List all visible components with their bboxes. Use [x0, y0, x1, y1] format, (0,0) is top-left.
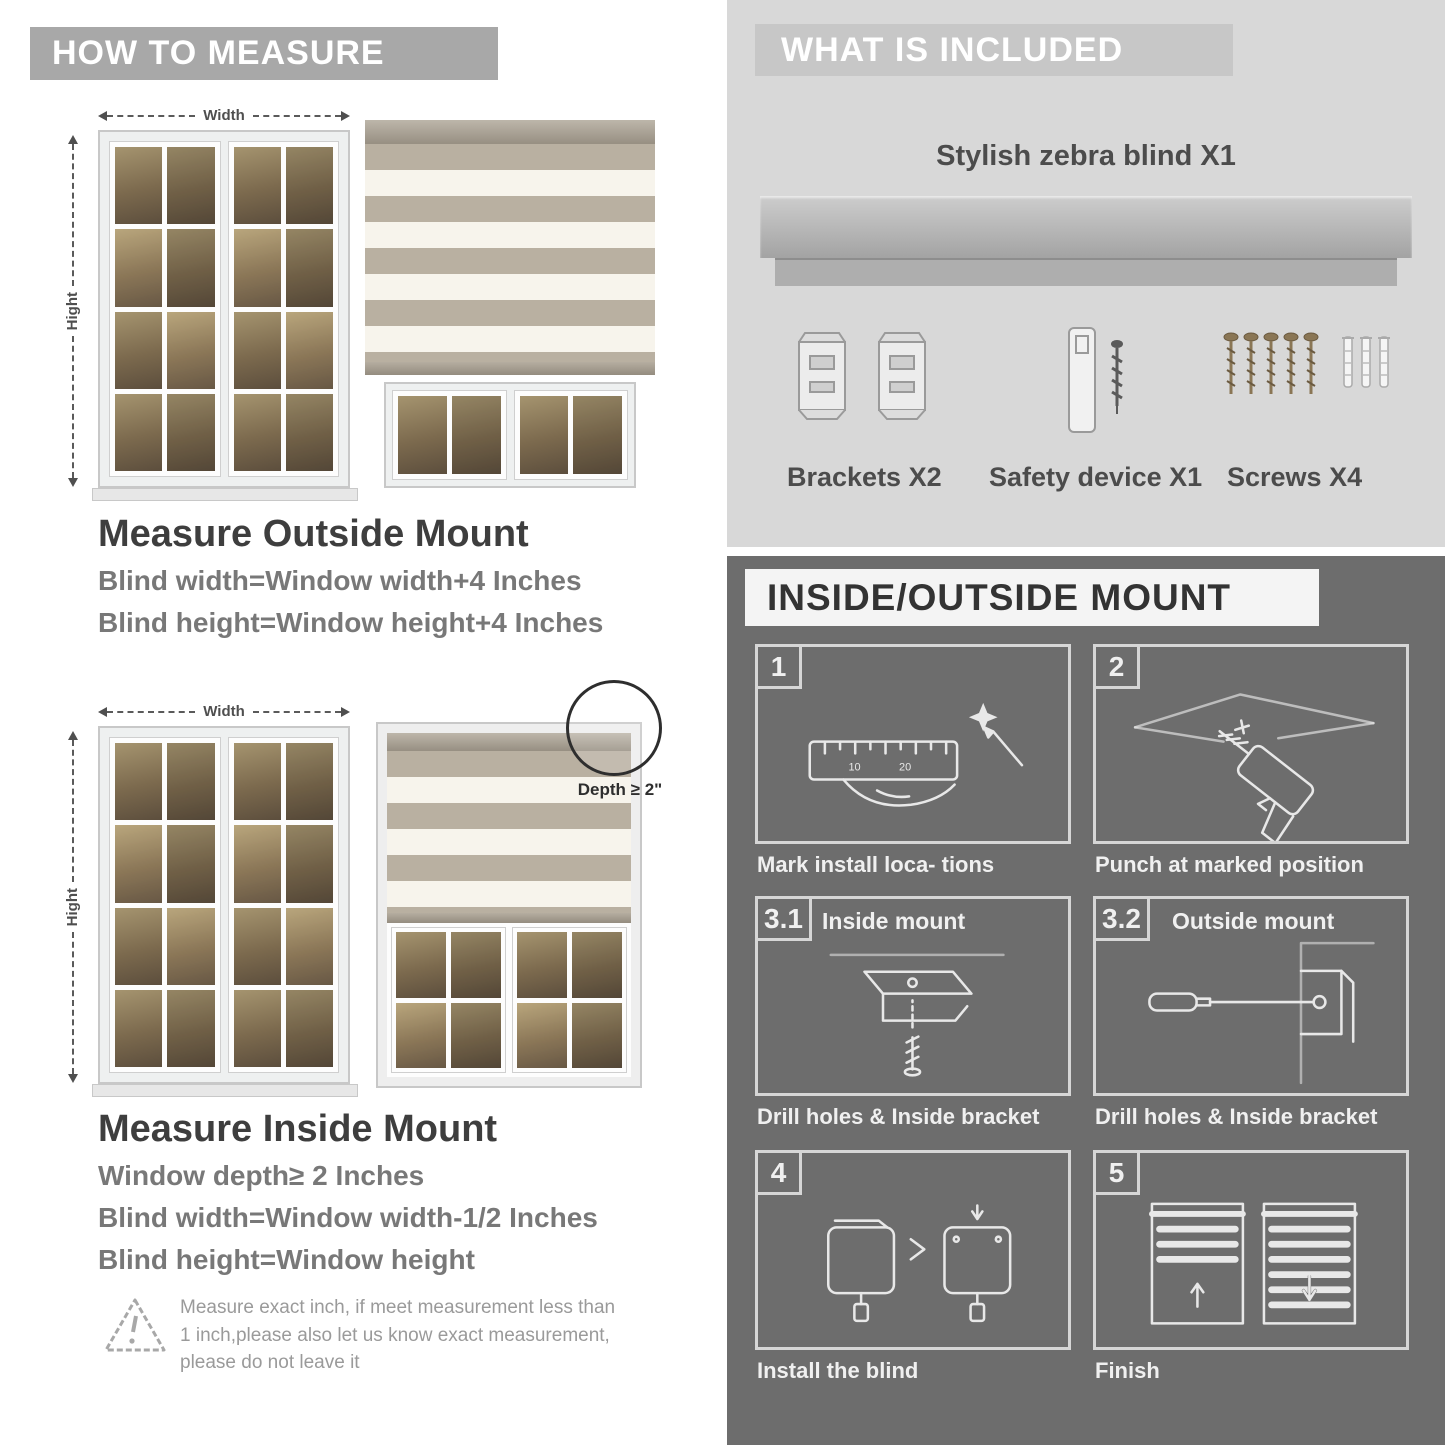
step-2-box: 2 [1093, 644, 1409, 845]
step-4-box: 4 [755, 1150, 1071, 1350]
blind-headrail-lip [775, 258, 1397, 286]
step-3-2-caption: Drill holes & Inside bracket [1095, 1104, 1378, 1129]
svg-text:10: 10 [848, 761, 860, 773]
anchor-icon [1360, 336, 1372, 388]
svg-text:20: 20 [899, 761, 911, 773]
blind-headrail [365, 120, 655, 144]
blind-bottomrail [387, 913, 631, 923]
window-inside-illustration [98, 726, 350, 1084]
zebra-blind-inside-illustration [376, 722, 642, 1088]
warning-triangle-icon [103, 1296, 167, 1356]
step-4-caption: Install the blind [757, 1358, 919, 1383]
anchor-icon [1342, 336, 1354, 388]
step-5-number: 5 [1096, 1153, 1140, 1195]
blind-stripes [387, 751, 631, 913]
window-sill [92, 488, 358, 501]
safety-device-label: Safety device X1 [989, 462, 1203, 492]
inside-mount-line-3: Blind height=Window height [98, 1244, 475, 1275]
screws-label: Screws X4 [1227, 462, 1363, 492]
step-3-2-number: 3.2 [1096, 899, 1150, 941]
mount-instructions-panel: INSIDE/OUTSIDE MOUNT 1 10 20 Mark instal… [727, 556, 1445, 1445]
arrow-up-icon [67, 135, 78, 144]
arrow-right-icon [341, 110, 351, 121]
warning-text: Measure exact inch, if meet measurement … [180, 1297, 616, 1374]
width-arrow: Width [98, 107, 351, 124]
inside-mount-line-1: Window depth≥ 2 Inches [98, 1160, 425, 1191]
inside-mount-line-2: Blind width=Window width-1/2 Inches [98, 1202, 598, 1233]
inside-bracket-illustration [762, 933, 1068, 1093]
how-to-measure-title: HOW TO MEASURE [52, 34, 385, 72]
safety-device-icon [1059, 324, 1139, 441]
depth-zoom-circle [566, 680, 662, 776]
outside-mount-title: Measure Outside Mount [98, 513, 529, 555]
mark-location-illustration: 10 20 [762, 681, 1068, 841]
mount-title: INSIDE/OUTSIDE MOUNT [767, 576, 1232, 618]
arrow-down-icon [67, 1074, 78, 1084]
step-2-caption: Punch at marked position [1095, 852, 1364, 877]
step-3-1-number: 3.1 [758, 899, 812, 941]
arrow-left-icon [98, 110, 107, 121]
how-to-measure-header: HOW TO MEASURE [30, 27, 498, 80]
what-is-included-header: WHAT IS INCLUDED [755, 24, 1233, 76]
width-label: Width [203, 703, 245, 720]
width-label: Width [203, 107, 245, 124]
install-blind-illustration [762, 1187, 1068, 1347]
drill-illustration [1100, 681, 1406, 845]
step-3-2-title: Outside mount [1172, 908, 1335, 934]
step-1-number: 1 [758, 647, 802, 689]
inside-mount-title: Measure Inside Mount [98, 1108, 498, 1150]
window-sill [92, 1084, 358, 1097]
step-4-number: 4 [758, 1153, 802, 1195]
step-1-caption: Mark install loca- tions [757, 852, 995, 877]
arrow-left-icon [98, 706, 107, 717]
step-5-box: 5 [1093, 1150, 1409, 1350]
step-1-box: 1 10 20 [755, 644, 1071, 844]
what-is-included-panel: WHAT IS INCLUDED Stylish zebra blind X1 [727, 0, 1445, 547]
step-3-1-title: Inside mount [822, 908, 966, 934]
arrow-up-icon [67, 731, 78, 740]
blind-headrail-product [760, 196, 1412, 258]
brackets-label: Brackets X2 [787, 462, 942, 492]
height-label: Hight [64, 291, 81, 331]
zebra-blind-item-label: Stylish zebra blind X1 [936, 140, 1236, 172]
step-5-caption: Finish [1095, 1358, 1160, 1383]
outside-mount-line-2: Blind height=Window height+4 Inches [98, 607, 604, 638]
step-3-1-box: 3.1 Inside mount [755, 896, 1071, 1096]
height-label: Hight [64, 887, 81, 927]
blind-bottomrail [365, 362, 655, 375]
step-2-number: 2 [1096, 647, 1140, 689]
height-arrow: Hight [64, 135, 81, 488]
mount-header: INSIDE/OUTSIDE MOUNT [745, 569, 1319, 626]
height-arrow: Hight [64, 731, 81, 1084]
how-to-measure-panel: HOW TO MEASURE Width Hight [0, 0, 722, 1445]
width-arrow: Width [98, 703, 351, 720]
screws-icon [1223, 332, 1391, 402]
what-is-included-title: WHAT IS INCLUDED [781, 30, 1124, 69]
arrow-right-icon [341, 706, 351, 717]
brackets-icon [787, 326, 937, 426]
finish-illustration [1100, 1187, 1406, 1347]
window-outside-illustration [98, 130, 350, 488]
zebra-blind-outside-illustration [365, 120, 655, 375]
arrow-down-icon [67, 478, 78, 488]
window-bottom-fragment [384, 382, 636, 488]
blind-stripes [365, 144, 655, 362]
step-3-1-caption: Drill holes & Inside bracket [757, 1104, 1040, 1129]
outside-bracket-illustration [1100, 933, 1406, 1093]
depth-label: Depth ≥ 2" [577, 780, 663, 799]
step-3-2-box: 3.2 Outside mount [1093, 896, 1409, 1096]
outside-mount-line-1: Blind width=Window width+4 Inches [98, 565, 582, 596]
anchor-icon [1378, 336, 1390, 388]
